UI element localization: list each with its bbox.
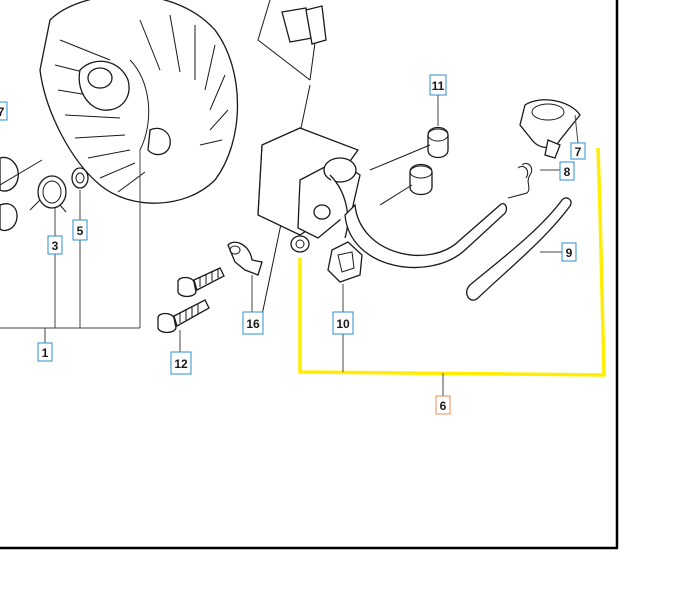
callout-label-11[interactable]: 11: [429, 74, 447, 96]
washer-part-5: [71, 167, 89, 189]
leaders-left: [0, 150, 141, 343]
callout-label-6-selected[interactable]: 6: [435, 395, 451, 415]
spring-clip-part-8: [507, 162, 560, 199]
svg-text:5: 5: [77, 224, 84, 238]
svg-text:1: 1: [42, 346, 49, 360]
callout-label-5[interactable]: 5: [72, 219, 88, 241]
svg-text:9: 9: [566, 246, 573, 260]
grommet-part-10: [327, 241, 363, 312]
svg-text:6: 6: [440, 399, 447, 413]
svg-text:3: 3: [52, 239, 59, 253]
svg-text:16: 16: [246, 317, 260, 331]
wire-connector-drawing: [257, 0, 327, 316]
ignition-cable-drawing: [344, 203, 508, 269]
spring-part-3: [29, 175, 67, 213]
svg-text:7: 7: [575, 145, 582, 159]
spark-boot-part-7: [519, 99, 581, 159]
callout-label-3[interactable]: 3: [47, 235, 63, 255]
callout-label-8[interactable]: 8: [559, 161, 575, 181]
spacer-part-11: [369, 95, 449, 206]
callout-label-7-left[interactable]: 7: [0, 101, 8, 121]
callout-label-12[interactable]: 12: [170, 351, 192, 375]
callout-label-7-right[interactable]: 7: [570, 142, 586, 160]
svg-text:12: 12: [174, 357, 188, 371]
callout-label-16[interactable]: 16: [242, 311, 264, 335]
callout-label-10[interactable]: 10: [332, 311, 354, 335]
bracket-part-16: [227, 241, 263, 312]
svg-text:8: 8: [564, 165, 571, 179]
screw-part-12: [157, 267, 225, 352]
svg-text:11: 11: [432, 79, 445, 93]
part-6-highlight-bracket: [298, 147, 606, 396]
callout-label-9[interactable]: 9: [561, 242, 577, 262]
flywheel-drawing: [39, 0, 239, 204]
diagram-frame: [0, 0, 619, 550]
callout-label-1[interactable]: 1: [37, 342, 53, 362]
svg-text:10: 10: [336, 317, 350, 331]
hose-part-9: [466, 197, 572, 301]
ignition-module-drawing: [257, 127, 361, 253]
left-edge-parts: [0, 156, 43, 232]
svg-text:7: 7: [0, 105, 5, 119]
